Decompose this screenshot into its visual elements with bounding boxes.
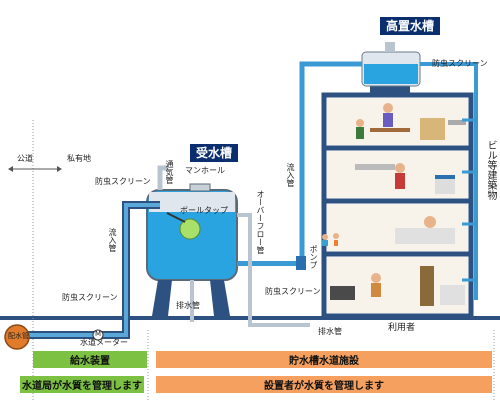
ball-tap-float (179, 218, 201, 240)
label-insect-screen-left: 防虫スクリーン (95, 177, 151, 186)
label-pump: ポンプ (309, 245, 318, 269)
label-overflow-pipe: オーバーフロー管 (256, 190, 265, 254)
label-vent-pipe: 通気管 (165, 160, 174, 184)
arrowhead-left (8, 166, 13, 172)
bar-bureau-manages: 水道局が水質を管理します (20, 376, 144, 393)
label-private-land: 私有地 (67, 154, 91, 163)
high-tank-title: 高置水槽 (380, 17, 441, 35)
building-supply-pipe (420, 62, 478, 300)
high-tank-vent (385, 42, 395, 52)
bar-supply-device: 給水装置 (33, 351, 147, 368)
label-ball-tap: ボールタップ (180, 206, 228, 215)
tank-leg-left (152, 280, 172, 316)
room-3-people (355, 163, 455, 194)
label-manhole: マンホール (185, 166, 225, 175)
label-distribution-main: 配水管 (8, 332, 29, 340)
label-insect-screen-right: 防虫スクリーン (265, 287, 321, 296)
tank-manhole (189, 183, 211, 192)
label-drain-pipe-right: 排水管 (318, 327, 342, 336)
meter-icon (92, 329, 104, 341)
high-tank-water (364, 64, 418, 84)
ball-tap-arm (166, 212, 186, 223)
label-water-meter: 水道メーター (80, 338, 128, 347)
bar-tank-facility: 貯水槽水道施設 (156, 351, 492, 368)
meter-letter: M (95, 330, 102, 338)
tank-outlet-pipe (237, 261, 299, 266)
label-building: ビル等建築物 (485, 140, 496, 200)
room-4 (327, 98, 468, 145)
room-4-people (356, 103, 466, 140)
label-inflow-pipe-left: 流入管 (108, 228, 117, 252)
riser-pipe (299, 61, 362, 265)
arrowhead-right (57, 166, 62, 172)
label-insect-screen-bottom: 防虫スクリーン (62, 293, 118, 302)
tank-leg-right (210, 280, 230, 316)
bar-installer-manages: 設置者が水質を管理します (156, 376, 492, 393)
room-1-people (330, 266, 465, 306)
vent-pipe (157, 165, 168, 190)
distribution-main (4, 324, 30, 350)
label-public-road: 公道 (17, 154, 33, 163)
tank-air-space (149, 192, 235, 212)
inflow-pipe (28, 201, 160, 339)
label-inflow-pipe-building: 流入管 (286, 163, 295, 187)
label-users: 利用者 (388, 323, 416, 333)
high-tank-stand (370, 84, 410, 95)
receiving-tank-title: 受水槽 (190, 144, 239, 162)
overflow-pipe (237, 213, 310, 327)
label-insect-screen-top: 防虫スクリーン (432, 59, 488, 68)
inflow-pipe-inner (28, 203, 160, 337)
pump-body (296, 256, 306, 270)
room-2-people (322, 216, 455, 246)
floor-branch-pipes (462, 118, 476, 282)
label-drain-pipe-tank: 排水管 (176, 301, 200, 310)
